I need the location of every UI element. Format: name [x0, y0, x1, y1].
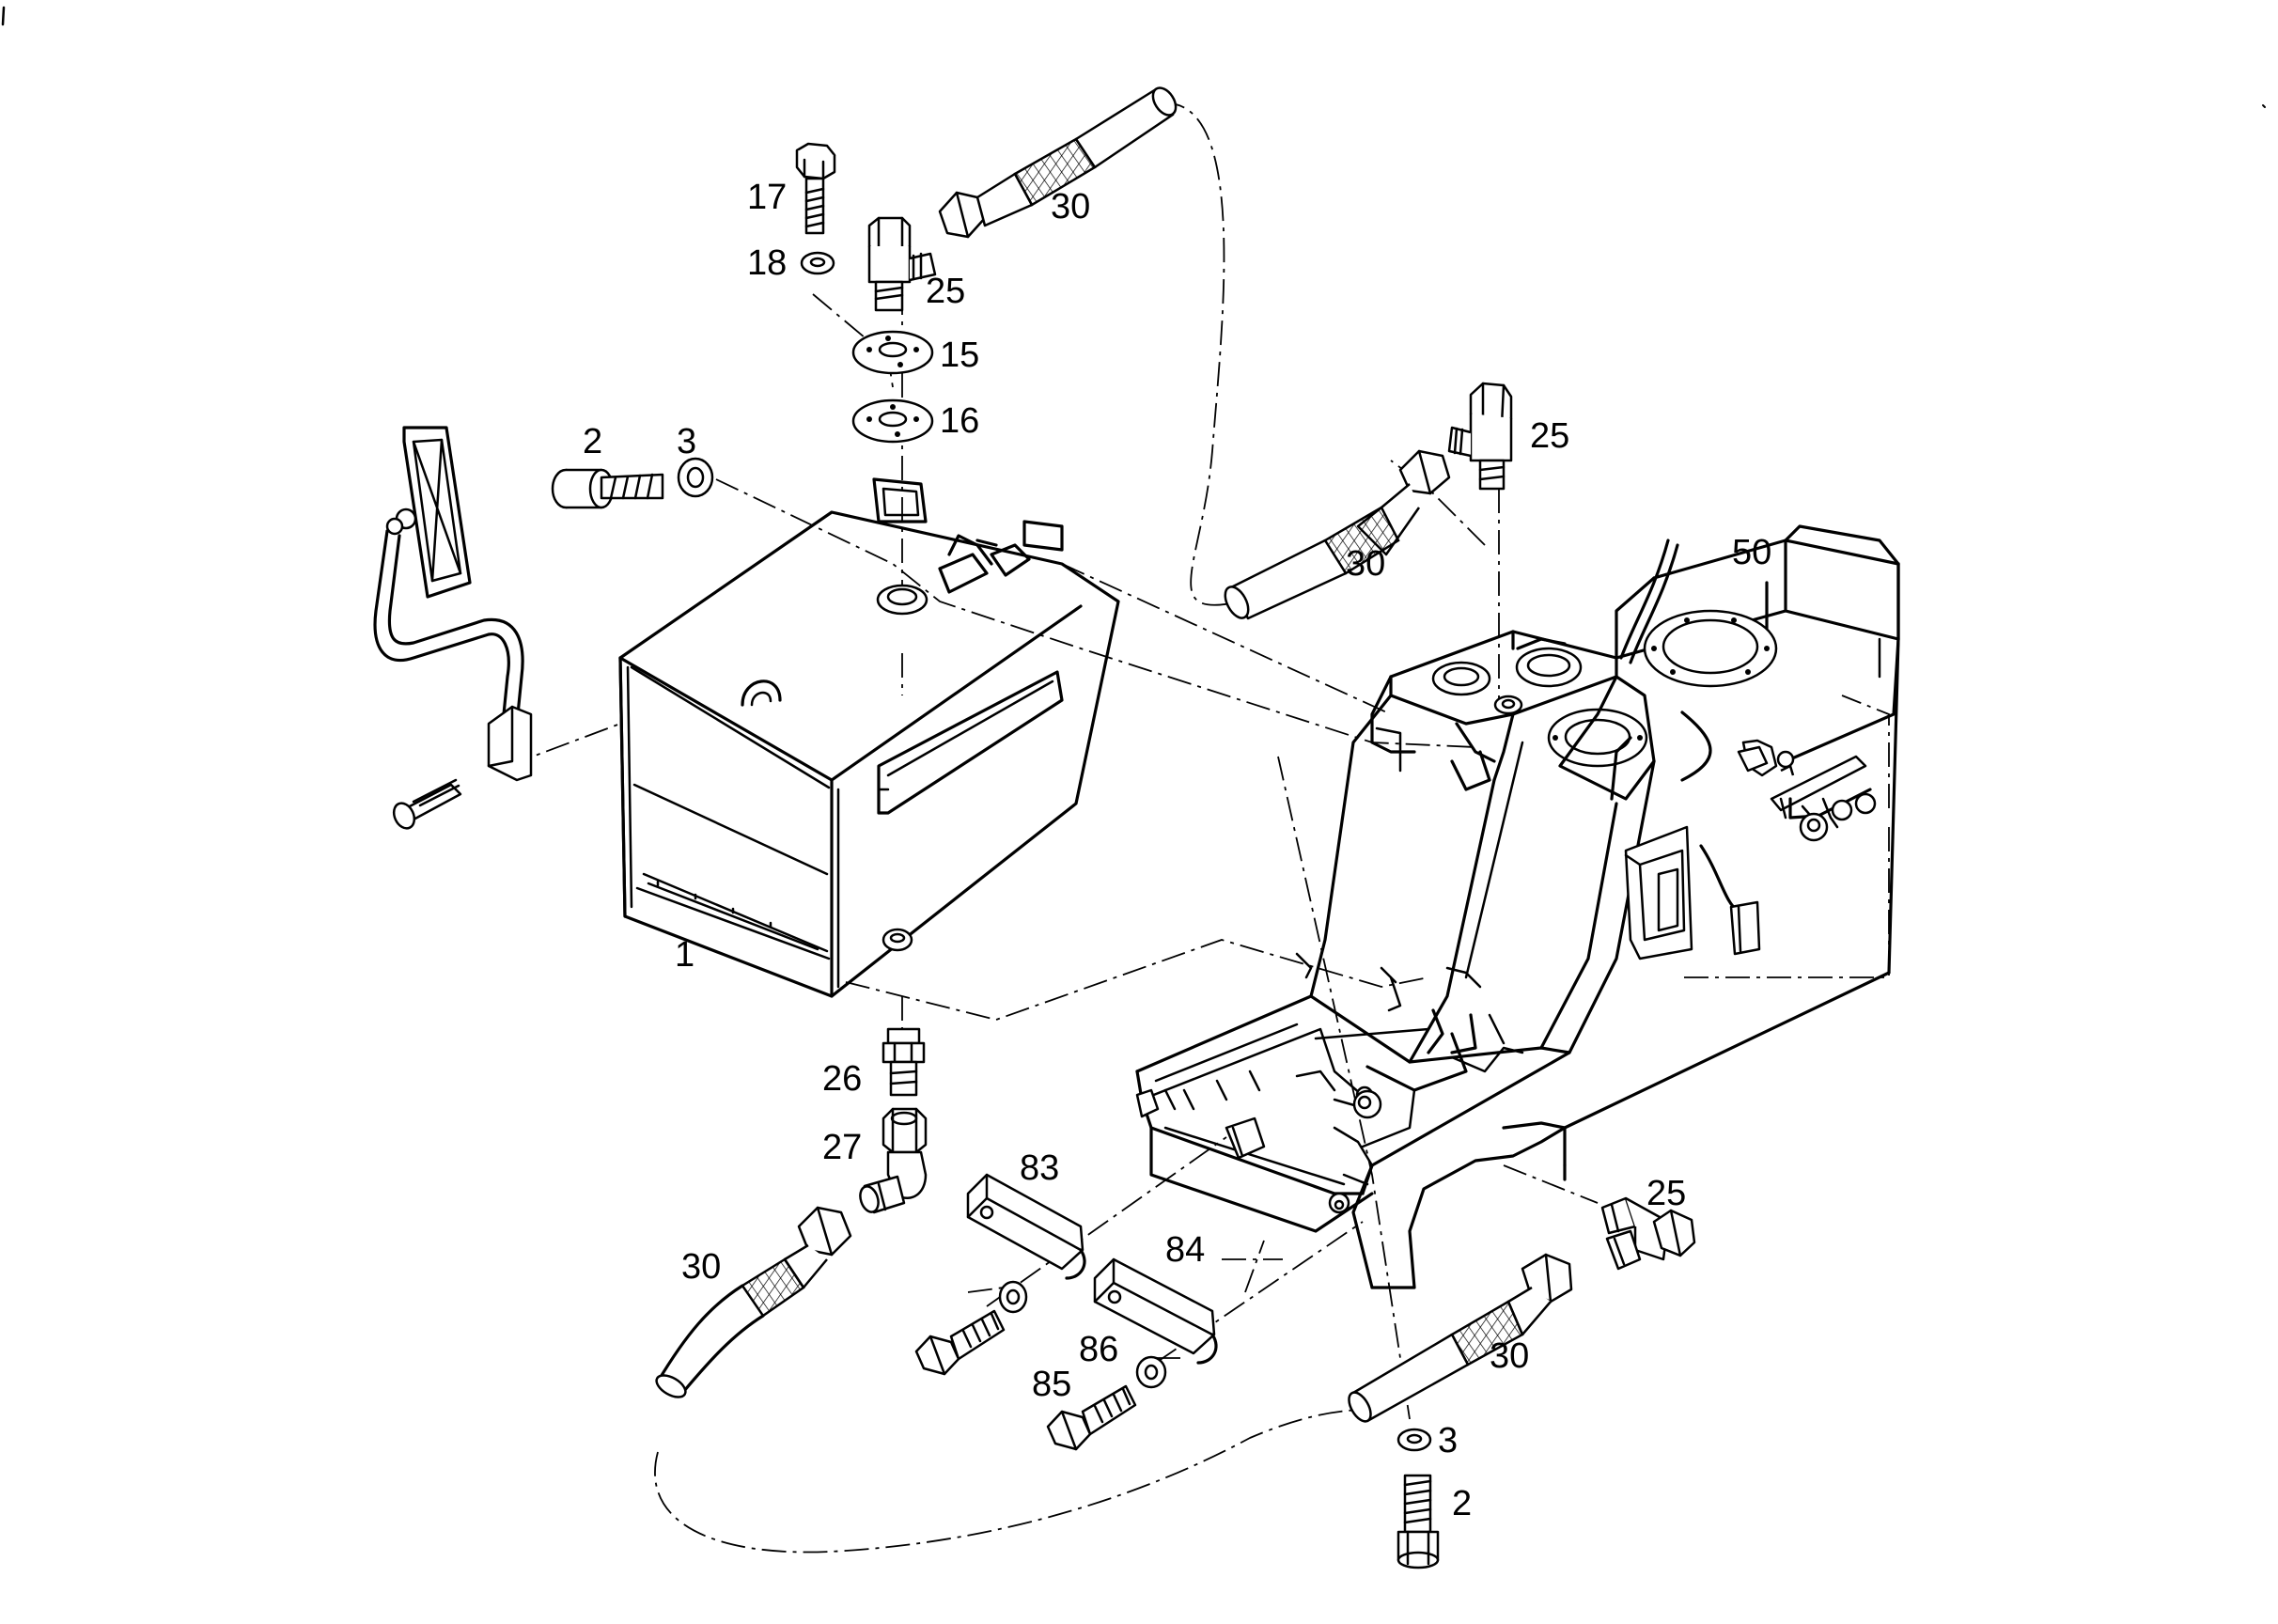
bolt-2-washer-3-top: [551, 457, 714, 509]
label-2-bottom: 2: [1452, 1484, 1472, 1523]
label-3-bottom: 3: [1438, 1421, 1458, 1460]
label-27: 27: [822, 1128, 862, 1167]
label-30-top: 30: [1051, 187, 1090, 226]
hose-30-bottom-left: [655, 1206, 852, 1398]
label-25-bottom: 25: [1646, 1174, 1686, 1213]
fittings-26-27: [859, 1027, 928, 1214]
label-18: 18: [747, 243, 787, 283]
bolt-2-washer-3-bottom: [1396, 1428, 1440, 1569]
label-16: 16: [940, 401, 979, 441]
label-15: 15: [940, 336, 979, 375]
brackets-83-84: [914, 1173, 1218, 1451]
console-part-50: [1135, 524, 1900, 1289]
label-25-top: 25: [926, 272, 965, 311]
corner-mark: [1, 6, 6, 26]
bottom-right-fitting-hose: [1348, 1196, 1696, 1423]
label-50: 50: [1732, 533, 1771, 572]
label-30-mid: 30: [1346, 544, 1385, 584]
label-85: 85: [1032, 1365, 1071, 1404]
label-25-mid: 25: [1530, 416, 1569, 456]
label-3-top: 3: [677, 422, 696, 461]
mid-fitting-25-hose-30: [1224, 382, 1513, 620]
label-17: 17: [747, 178, 787, 217]
part-labels: 1 2 3 17 18 25 15 16 30 25 30 50 26 27 3…: [583, 178, 1771, 1523]
label-30-right: 30: [1490, 1336, 1529, 1376]
label-30-left: 30: [681, 1247, 721, 1287]
mirror-assembly: [373, 426, 533, 830]
label-84: 84: [1165, 1230, 1205, 1270]
tank-part-1: [618, 477, 1120, 998]
corner-mark-right: [2262, 104, 2266, 108]
label-26: 26: [822, 1059, 862, 1099]
label-2-top: 2: [583, 422, 602, 461]
label-1: 1: [675, 935, 694, 975]
label-83: 83: [1020, 1148, 1059, 1188]
label-86: 86: [1079, 1330, 1118, 1369]
top-fittings: [795, 86, 1178, 444]
